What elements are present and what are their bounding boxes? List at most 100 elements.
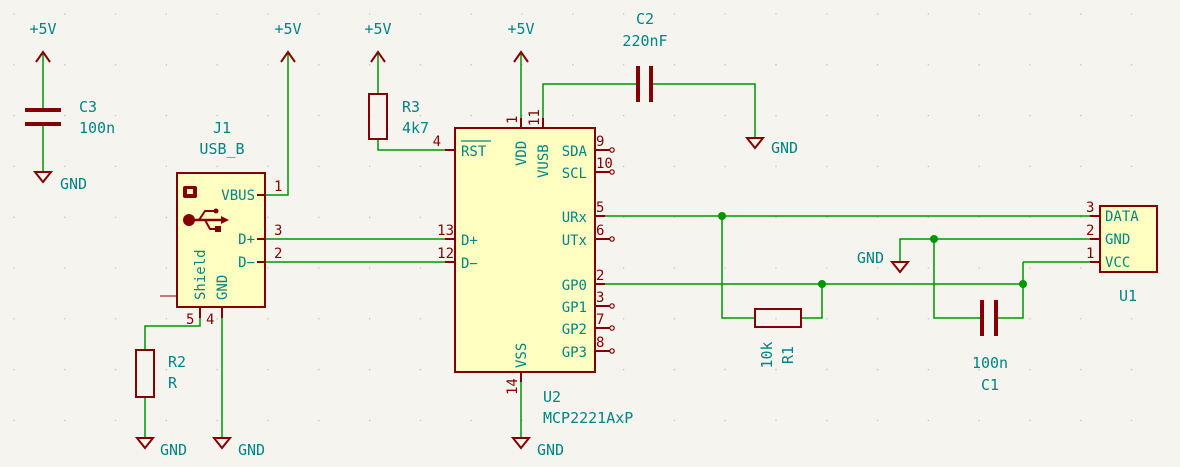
grid-dot xyxy=(622,114,625,117)
grid-dot xyxy=(368,13,371,15)
grid-dot xyxy=(318,64,320,66)
grid-dot xyxy=(572,114,574,117)
grid-dot xyxy=(978,216,980,218)
wire-rst xyxy=(377,139,455,151)
grid-dot xyxy=(622,419,625,422)
grid-dot xyxy=(622,267,625,269)
grid-dot xyxy=(267,318,269,320)
power-5v-u2[interactable]: +5V xyxy=(507,20,535,63)
junction xyxy=(1019,280,1027,288)
gnd-c3[interactable]: GND xyxy=(32,171,87,193)
u2-pinnum: 14 xyxy=(505,378,521,395)
j1-pin-shield: Shield xyxy=(193,249,209,300)
u2-pinnum: 3 xyxy=(596,290,604,306)
grid-dot xyxy=(470,13,473,15)
wire-c1-gnd xyxy=(933,239,980,319)
capacitor-c1[interactable]: 100n C1 xyxy=(972,300,1008,394)
c1-value: 100n xyxy=(972,354,1008,372)
gnd-u2[interactable]: GND xyxy=(510,437,564,459)
connector-j1[interactable]: J1 USB_B VBUS D+ D− Shield GND 1 3 2 xyxy=(176,119,282,328)
junction xyxy=(718,212,726,220)
grid-dot xyxy=(1130,419,1133,422)
ic-u2[interactable]: RST D+ D− VDD VUSB VSS SDA SCL URx UTx G… xyxy=(433,109,634,427)
u1-pinnum: 3 xyxy=(1086,200,1094,216)
capacitor-c2[interactable]: C2 220nF xyxy=(622,10,668,102)
u2-pin-gp1: GP1 xyxy=(562,300,587,316)
grid-dot xyxy=(927,267,930,269)
power-label: +5V xyxy=(364,20,391,38)
grid-dot xyxy=(876,419,879,422)
grid-dot xyxy=(216,165,218,168)
grid-dot xyxy=(267,114,269,117)
gnd-r2[interactable]: GND xyxy=(134,437,187,459)
grid-dot xyxy=(826,114,828,117)
grid-dot xyxy=(114,267,117,269)
grid-dot xyxy=(114,114,117,117)
u2-ref: U2 xyxy=(543,388,561,406)
resistor-r1[interactable]: 10k R1 xyxy=(754,308,802,369)
grid-dot xyxy=(724,64,726,66)
junctions xyxy=(718,212,1027,288)
grid-dot xyxy=(978,267,980,269)
u2-pinnum: 4 xyxy=(433,134,441,150)
grid-dot xyxy=(1130,114,1133,117)
grid-dot xyxy=(978,64,980,66)
grid-dot xyxy=(470,114,473,117)
grid-dot xyxy=(64,13,66,15)
nc-marker xyxy=(609,325,615,331)
grid-dot xyxy=(1130,13,1133,15)
u2-pin-dminus: D− xyxy=(461,256,478,272)
grid-dot xyxy=(775,114,777,117)
grid-dot xyxy=(622,216,625,218)
grid-dot xyxy=(114,419,117,422)
nc-marker xyxy=(609,169,615,175)
grid-dot xyxy=(673,165,676,168)
power-5v-j1[interactable]: +5V xyxy=(274,20,302,63)
capacitor-c3[interactable]: C3 100n xyxy=(25,98,115,137)
grid-dot xyxy=(64,368,66,371)
nc-marker xyxy=(609,236,615,242)
resistor-r2[interactable]: R2 R xyxy=(135,349,186,398)
u2-pin-vdd: VDD xyxy=(514,141,530,166)
grid-dot xyxy=(1080,114,1082,117)
grid-dot xyxy=(13,13,15,15)
grid-dot xyxy=(1029,64,1031,66)
grid-dot xyxy=(419,114,422,117)
grid-dot xyxy=(775,216,777,218)
grid-dot xyxy=(622,318,625,320)
grid-dot xyxy=(64,114,66,117)
grid-dot xyxy=(318,114,320,117)
power-label: +5V xyxy=(274,20,301,38)
connector-u1[interactable]: DATA GND VCC 3 2 1 U1 xyxy=(1086,200,1158,305)
grid-dot xyxy=(267,216,269,218)
grid-dot xyxy=(927,114,930,117)
grid-dot xyxy=(673,216,676,218)
grid-dot xyxy=(114,165,117,168)
u1-ref: U1 xyxy=(1119,287,1137,305)
grid-dot xyxy=(1029,216,1031,218)
u1-pinnum: 1 xyxy=(1086,246,1094,262)
gnd-j1[interactable]: GND xyxy=(211,437,265,459)
grid-dot xyxy=(13,419,15,422)
grid-dot xyxy=(826,368,828,371)
power-5v-c3[interactable]: +5V xyxy=(29,20,57,63)
resistor-r3[interactable]: R3 4k7 xyxy=(368,93,429,140)
power-label: +5V xyxy=(29,20,56,38)
r1-ref: R1 xyxy=(779,346,797,364)
grid-dot xyxy=(622,13,625,15)
grid-dot xyxy=(64,419,66,422)
grid-dot xyxy=(368,318,371,320)
grid-dot xyxy=(419,165,422,168)
power-5v-r3[interactable]: +5V xyxy=(364,20,392,63)
gnd-u1[interactable]: GND xyxy=(857,249,911,274)
grid-dot xyxy=(876,368,879,371)
grid-dot xyxy=(216,114,218,117)
gnd-c2[interactable]: GND xyxy=(744,137,798,157)
u2-pinnum: 13 xyxy=(437,223,454,239)
grid-dot xyxy=(1080,419,1082,422)
grid-dot xyxy=(1080,368,1082,371)
grid-dot xyxy=(1130,368,1133,371)
grid-dot xyxy=(216,419,218,422)
grid-dot xyxy=(673,419,676,422)
